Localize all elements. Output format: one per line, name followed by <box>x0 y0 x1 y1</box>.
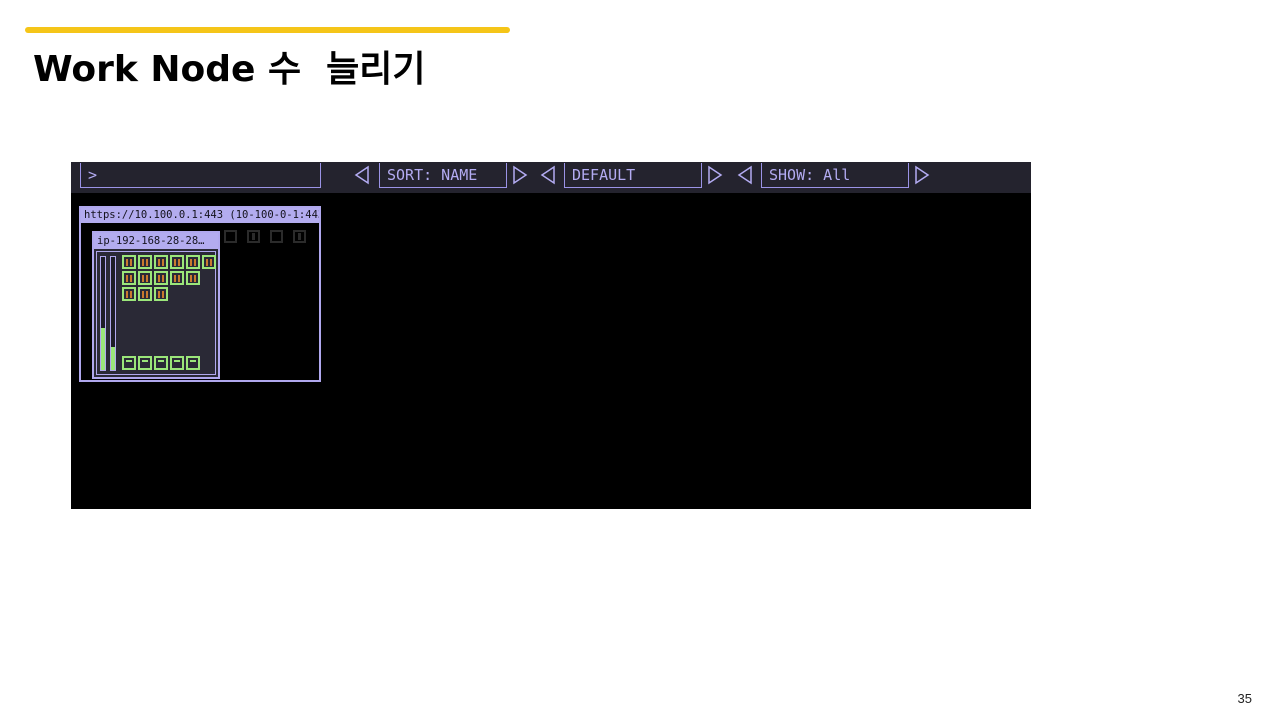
pending-pod-icon[interactable] <box>224 230 237 243</box>
pod-icon[interactable] <box>186 271 200 285</box>
show-next-arrow-icon[interactable] <box>913 165 931 185</box>
pending-pod-icon[interactable] <box>293 230 306 243</box>
pod-icon[interactable] <box>138 271 152 285</box>
slide-title: Work Node 수 늘리기 <box>33 49 426 90</box>
memory-meter <box>110 256 116 371</box>
filter-input[interactable]: > <box>80 163 321 188</box>
node-body <box>96 251 216 375</box>
cpu-meter <box>100 256 106 371</box>
theme-prev-arrow-icon[interactable] <box>539 165 557 185</box>
cluster-box[interactable]: https://10.100.0.1:443 (10-100-0-1:443) … <box>79 206 321 382</box>
page-number: 35 <box>1237 691 1252 706</box>
show-prev-arrow-icon[interactable] <box>736 165 754 185</box>
node-label: ip-192-168-28-28… <box>94 233 218 249</box>
pod-icon[interactable] <box>154 287 168 301</box>
sort-prev-arrow-icon[interactable] <box>353 165 371 185</box>
pod-icon[interactable] <box>170 255 184 269</box>
node-box[interactable]: ip-192-168-28-28… <box>92 231 220 379</box>
theme-next-arrow-icon[interactable] <box>706 165 724 185</box>
pod-icon[interactable] <box>202 255 216 269</box>
daemonset-pod-icon[interactable] <box>122 356 136 370</box>
title-accent-bar <box>25 27 510 33</box>
pending-pod-icon[interactable] <box>247 230 260 243</box>
pod-icon[interactable] <box>122 271 136 285</box>
pod-icon[interactable] <box>138 287 152 301</box>
cluster-label: https://10.100.0.1:443 (10-100-0-1:443) <box>81 208 319 223</box>
pod-icon[interactable] <box>122 255 136 269</box>
pod-icon[interactable] <box>154 255 168 269</box>
pod-icon[interactable] <box>154 271 168 285</box>
pod-icon[interactable] <box>138 255 152 269</box>
show-select[interactable]: SHOW: All <box>761 163 909 188</box>
pending-pod-icon[interactable] <box>270 230 283 243</box>
pod-icon[interactable] <box>122 287 136 301</box>
daemonset-pod-icon[interactable] <box>138 356 152 370</box>
daemonset-pod-icon[interactable] <box>186 356 200 370</box>
sort-select[interactable]: SORT: NAME <box>379 163 507 188</box>
theme-select[interactable]: DEFAULT <box>564 163 702 188</box>
sort-next-arrow-icon[interactable] <box>511 165 529 185</box>
toolbar: > SORT: NAME DEFAULT SHOW: All <box>71 162 1031 193</box>
pod-icon[interactable] <box>170 271 184 285</box>
daemonset-pod-icon[interactable] <box>154 356 168 370</box>
pod-icon[interactable] <box>186 255 200 269</box>
kube-ops-view-screenshot: > SORT: NAME DEFAULT SHOW: All https://1… <box>71 162 1031 509</box>
daemonset-pod-icon[interactable] <box>170 356 184 370</box>
